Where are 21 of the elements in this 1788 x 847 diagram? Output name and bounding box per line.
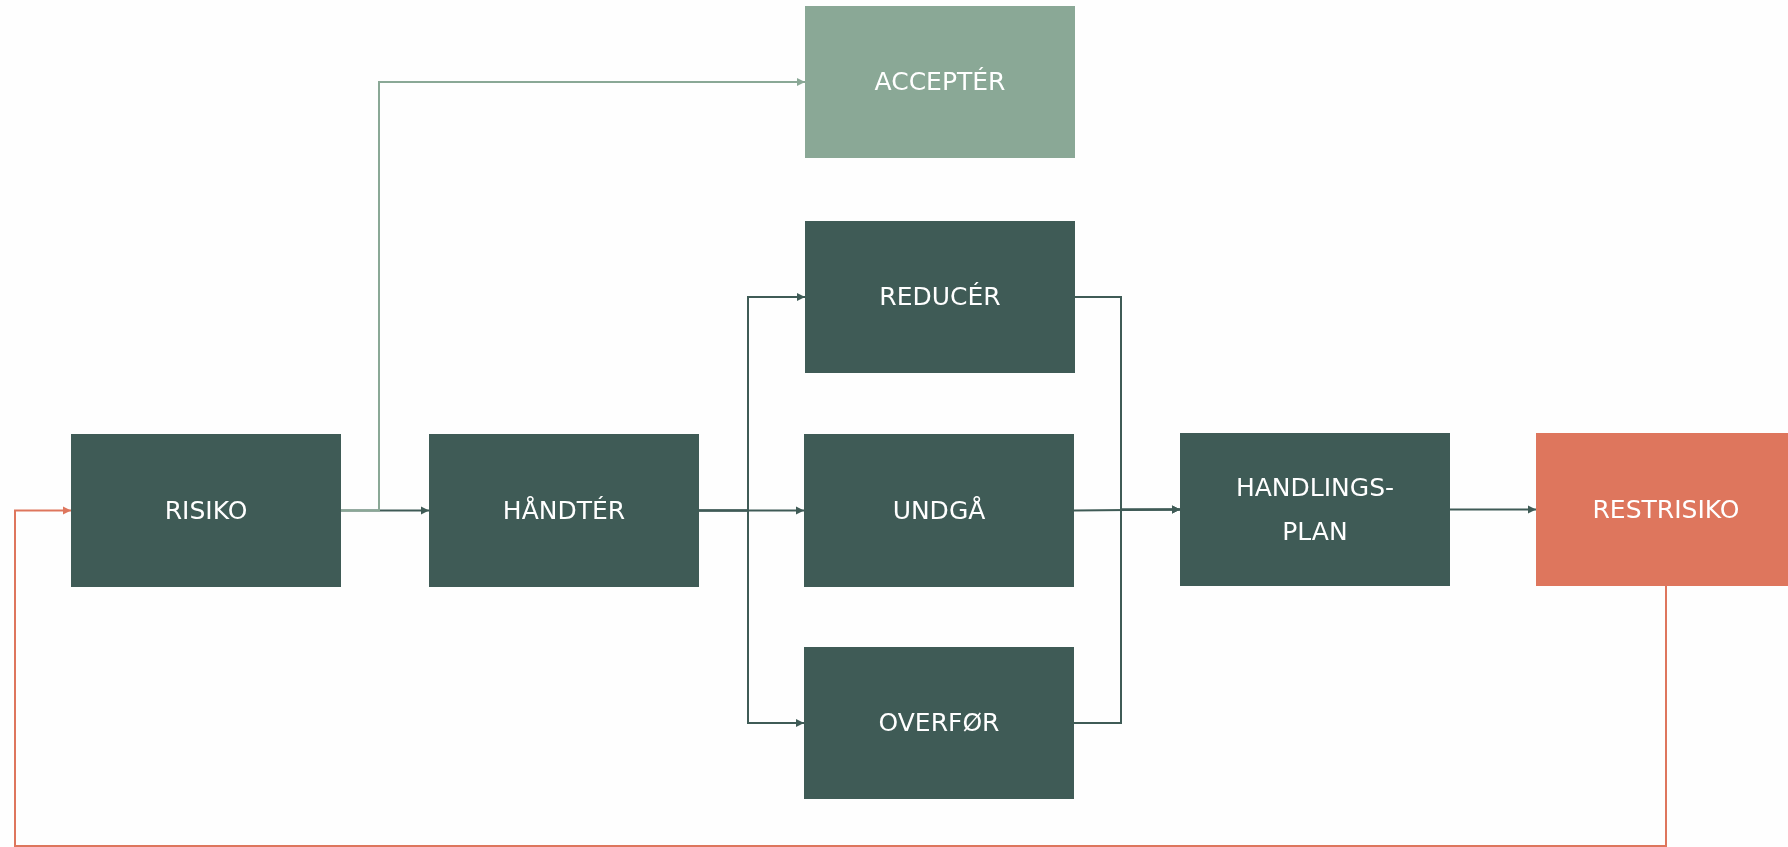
arrow bbox=[1449, 505, 1537, 514]
box-label: RESTRISIKO bbox=[1592, 493, 1740, 526]
arrow bbox=[340, 78, 806, 512]
box-label: RISIKO bbox=[164, 494, 248, 527]
box-label: OVERFØR bbox=[878, 707, 1000, 740]
arrow bbox=[698, 509, 805, 727]
process-box bbox=[805, 221, 1075, 373]
arrow bbox=[14, 506, 1667, 847]
box-label: HÅNDTÉR bbox=[502, 494, 626, 527]
process-box bbox=[1180, 433, 1450, 586]
process-box bbox=[429, 434, 699, 587]
box-label: ACCEPTÉR bbox=[874, 66, 1006, 99]
process-box bbox=[804, 434, 1074, 587]
box-label: UNDGÅ bbox=[892, 494, 986, 527]
arrow bbox=[1073, 505, 1181, 724]
process-box bbox=[805, 6, 1075, 158]
process-box bbox=[804, 647, 1074, 799]
box-label: REDUCÉR bbox=[879, 281, 1001, 314]
box-label: HANDLINGS- PLAN bbox=[1234, 471, 1396, 548]
process-box bbox=[1536, 433, 1788, 586]
process-box bbox=[71, 434, 341, 587]
